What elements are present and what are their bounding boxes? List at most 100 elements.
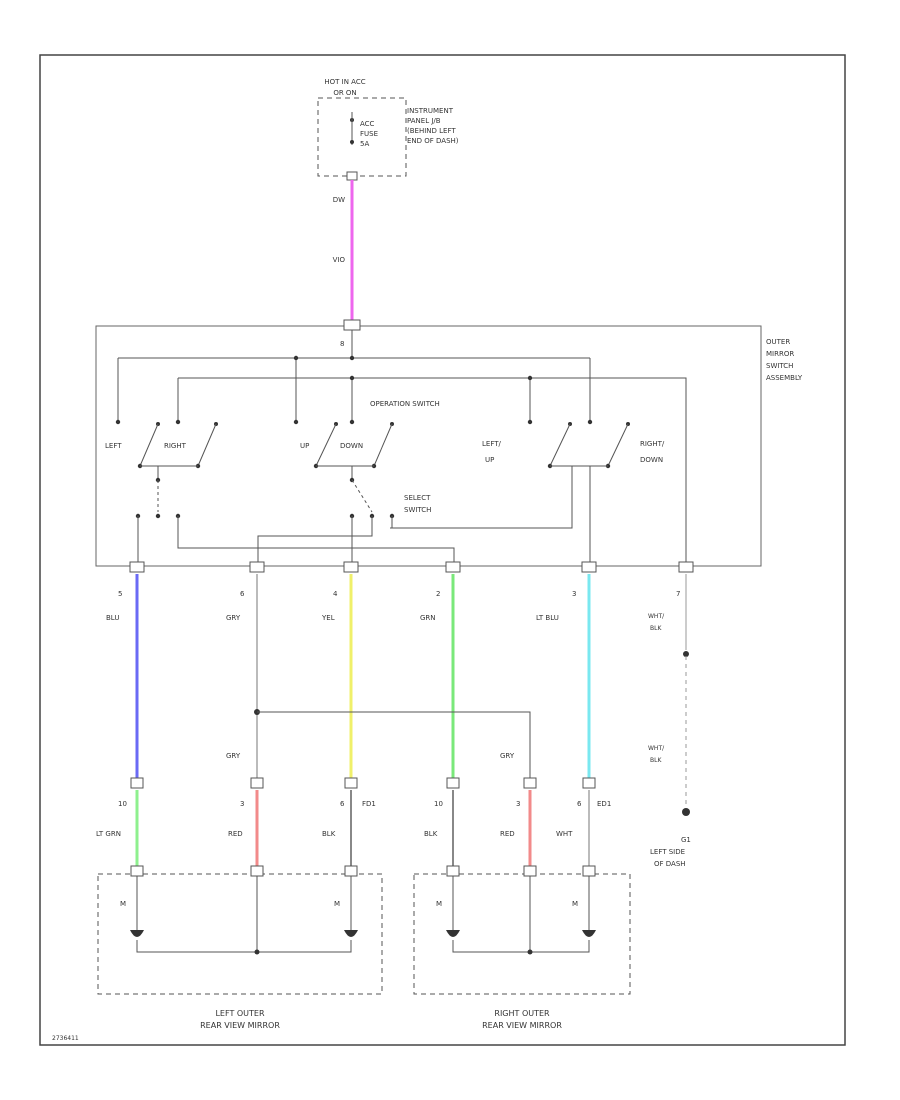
right-motor-1-icon [446, 930, 460, 937]
operation-switch-label: OPERATION SWITCH [370, 400, 440, 408]
fuse-label-line-2: FUSE [360, 130, 378, 138]
select-switch-terminals [135, 477, 395, 519]
ground-location-line-2: OF DASH [654, 860, 686, 868]
select-switch-label-line-1: SELECT [404, 494, 431, 502]
left-pin-3: 6 [340, 800, 345, 808]
color-label-wire-5: LT BLU [536, 614, 559, 622]
ground-wire-color-lower-line-1: WHT/ [648, 745, 665, 752]
power-label-line-2: OR ON [333, 89, 356, 97]
ground-wire-color-line-2: BLK [650, 625, 662, 632]
pin-label-wire-5: 3 [572, 590, 576, 598]
color-label-wire-2: GRY [226, 614, 241, 622]
bus-junction [527, 375, 533, 381]
power-connector [346, 171, 358, 181]
junction-location-line-4: END OF DASH) [407, 137, 459, 145]
mirror-connector [523, 777, 537, 789]
color-label-wire-4: GRN [420, 614, 436, 622]
fuse-box-outline [317, 97, 407, 177]
footer-code: 2736411 [52, 1035, 79, 1042]
mirror-connector [344, 777, 358, 789]
select-switch-outputs [137, 466, 591, 566]
assembly-title-line-3: SWITCH [766, 362, 793, 370]
switch-connector-pin [249, 561, 265, 573]
ground-splice [683, 651, 689, 657]
switch-top-terminal [115, 419, 121, 425]
switch-top-terminal [527, 419, 533, 425]
mirror-connector [130, 777, 144, 789]
left-mirror-outline [97, 873, 383, 995]
label-right-down-line-2: DOWN [640, 456, 663, 464]
switch-blades [139, 423, 629, 467]
left-mirror-label-line-1: LEFT OUTER [215, 1009, 264, 1018]
label-up: UP [300, 442, 309, 450]
left-pin-2: 3 [240, 800, 244, 808]
switch-top-terminal [175, 419, 181, 425]
ground-id: G1 [681, 836, 691, 844]
right-pin-3: 6 [577, 800, 582, 808]
label-left: LEFT [105, 442, 122, 450]
right-mirror-outline [413, 873, 631, 995]
fuse-terminal-bottom [350, 140, 354, 144]
power-wire-color-label: VIO [333, 256, 346, 264]
pin-label-wire-4: 2 [436, 590, 440, 598]
bus-junction [349, 375, 355, 381]
ground-location-line-1: LEFT SIDE [650, 848, 685, 856]
bus-junction [349, 355, 355, 361]
bus-junction [293, 355, 299, 361]
power-pin-label: DW [333, 196, 345, 204]
switch-assembly: OUTER MIRROR SWITCH ASSEMBLY 8 OPERATION… [95, 319, 803, 567]
pin-label-wire-1: 5 [118, 590, 122, 598]
left-motor-label-2: M [334, 900, 340, 908]
right-mirror-label-line-2: REAR VIEW MIRROR [482, 1021, 562, 1030]
label-left-up-line-2: UP [485, 456, 494, 464]
left-mirror-connectors [130, 865, 358, 877]
right-connector-id: ED1 [597, 800, 611, 808]
ground-wire-color-lower-line-2: BLK [650, 757, 662, 764]
left-mirror-common [254, 949, 260, 955]
pin-label-wire-6: 7 [676, 590, 680, 598]
pin-label-wire-3: 4 [333, 590, 338, 598]
power-source: HOT IN ACC OR ON ACC FUSE 5A INSTRUMENT … [317, 78, 459, 322]
switch-connector-pin [445, 561, 461, 573]
power-label-line-1: HOT IN ACC [324, 78, 365, 86]
fuse-label-line-3: 5A [360, 140, 369, 148]
right-motor-2-icon [582, 930, 596, 937]
color-label-wire-1: BLU [106, 614, 119, 622]
switch-connector-pin [678, 561, 694, 573]
left-pin-1: 10 [118, 800, 127, 808]
assembly-title-line-1: OUTER [766, 338, 790, 346]
mirror-connector [250, 777, 264, 789]
diagram-frame [39, 54, 846, 1046]
switch-connector-pin [129, 561, 145, 573]
left-motor-label-1: M [120, 900, 126, 908]
right-wire-color-1: BLK [424, 830, 438, 838]
left-wire-color-3: BLK [322, 830, 336, 838]
left-mirror-label-line-2: REAR VIEW MIRROR [200, 1021, 280, 1030]
right-wire-color-3: WHT [556, 830, 573, 838]
label-right: RIGHT [164, 442, 187, 450]
left-gray-label: GRY [226, 752, 241, 760]
left-mirror-internal-wiring [136, 876, 352, 953]
right-mirror-label-line-1: RIGHT OUTER [494, 1009, 550, 1018]
fuse-label-line-1: ACC [360, 120, 375, 128]
switch-assembly-outline [95, 325, 762, 567]
mirror-harness-wires: 10 3 6 FD1 10 3 6 ED1 LT GRN RED BLK BLK… [96, 790, 611, 868]
right-gray-label: GRY [500, 752, 515, 760]
label-right-down-line-1: RIGHT/ [640, 440, 665, 448]
right-pin-1: 10 [434, 800, 443, 808]
switch-top-terminals [115, 419, 630, 426]
select-switch-label-line-2: SWITCH [404, 506, 431, 514]
supply-pin-label: 8 [340, 340, 344, 348]
right-outer-mirror: M M RIGHT OUTER REAR VIEW MIRROR [413, 865, 631, 1030]
switch-harness-wires: 5 6 4 2 3 7 BLU GRY YEL GRN LT BLU WHT/ … [106, 574, 691, 868]
color-label-wire-3: YEL [321, 614, 335, 622]
right-pin-2: 3 [516, 800, 520, 808]
junction-location-line-3: (BEHIND LEFT [407, 127, 456, 135]
junction-location-line-1: INSTRUMENT [407, 107, 454, 115]
right-motor-label-1: M [436, 900, 442, 908]
left-connector-id: FD1 [362, 800, 376, 808]
switch-common-bus [117, 330, 591, 420]
right-wire-color-2: RED [500, 830, 515, 838]
right-mirror-internal-wiring [452, 876, 590, 953]
